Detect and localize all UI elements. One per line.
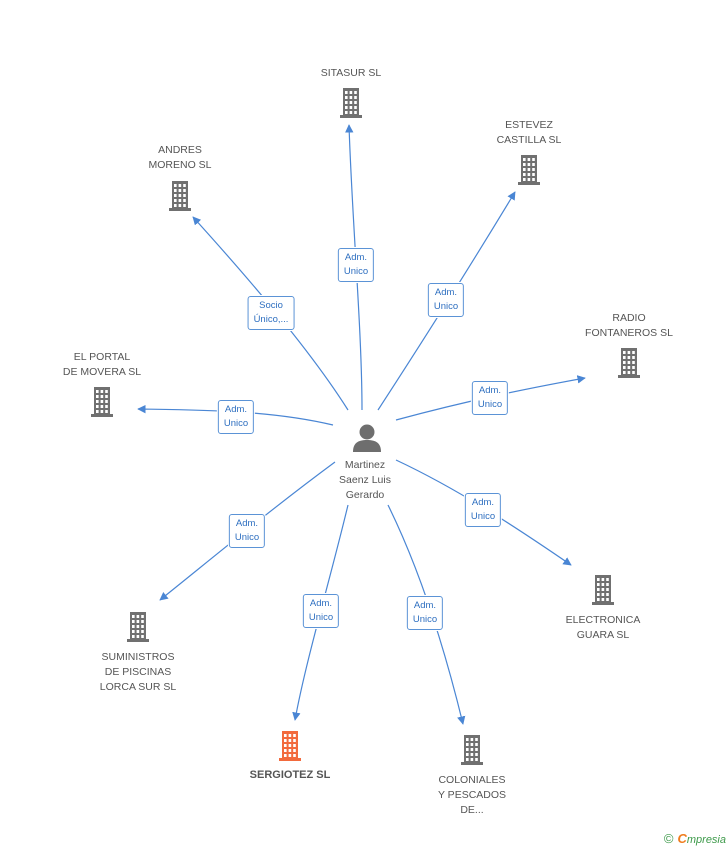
company-label-coloniales[interactable]: COLONIALES Y PESCADOS DE... (437, 774, 507, 816)
company-label-sergiotez[interactable]: SERGIOTEZ SL (249, 769, 331, 781)
company-label-andres[interactable]: ANDRES MORENO SL (148, 144, 212, 171)
building-icon-coloniales[interactable] (461, 735, 483, 765)
edge-label-andres[interactable]: Socio Único,... (247, 296, 295, 330)
person-node[interactable] (353, 424, 381, 453)
person-label[interactable]: Martinez Saenz Luis Gerardo (339, 459, 391, 501)
building-icon-portal[interactable] (91, 387, 113, 417)
company-label-suministros[interactable]: SUMINISTROS DE PISCINAS LORCA SUR SL (99, 651, 177, 693)
building-icon-radio[interactable] (618, 348, 640, 378)
brand-logo-initial: C (677, 831, 687, 846)
building-icon-andres[interactable] (169, 181, 191, 211)
company-label-radio[interactable]: RADIO FONTANEROS SL (585, 312, 673, 339)
edge-label-sergiotez[interactable]: Adm. Unico (302, 594, 340, 628)
footer-brand[interactable]: ©Cmpresia (664, 831, 726, 846)
copyright-symbol: © (663, 831, 674, 846)
edge-label-sitasur[interactable]: Adm. Unico (337, 248, 375, 282)
edge-label-coloniales[interactable]: Adm. Unico (406, 596, 444, 630)
building-icon-electronica[interactable] (592, 575, 614, 605)
edge-label-portal[interactable]: Adm. Unico (217, 400, 255, 434)
edge-label-radio[interactable]: Adm. Unico (471, 381, 509, 415)
building-icon-sitasur[interactable] (340, 88, 362, 118)
edge-label-electronica[interactable]: Adm. Unico (464, 493, 502, 527)
company-label-portal[interactable]: EL PORTAL DE MOVERA SL (62, 351, 142, 378)
company-label-estevez[interactable]: ESTEVEZ CASTILLA SL (496, 119, 562, 146)
building-icon-suministros[interactable] (127, 612, 149, 642)
company-label-sitasur[interactable]: SITASUR SL (320, 67, 382, 79)
building-icon-estevez[interactable] (518, 155, 540, 185)
person-icon (353, 424, 381, 452)
brand-name: mpresia (686, 834, 726, 846)
edge-label-suministros[interactable]: Adm. Unico (228, 514, 266, 548)
company-label-electronica[interactable]: ELECTRONICA GUARA SL (565, 614, 641, 641)
edge-label-estevez[interactable]: Adm. Unico (427, 283, 465, 317)
building-icon-sergiotez[interactable] (279, 731, 301, 761)
